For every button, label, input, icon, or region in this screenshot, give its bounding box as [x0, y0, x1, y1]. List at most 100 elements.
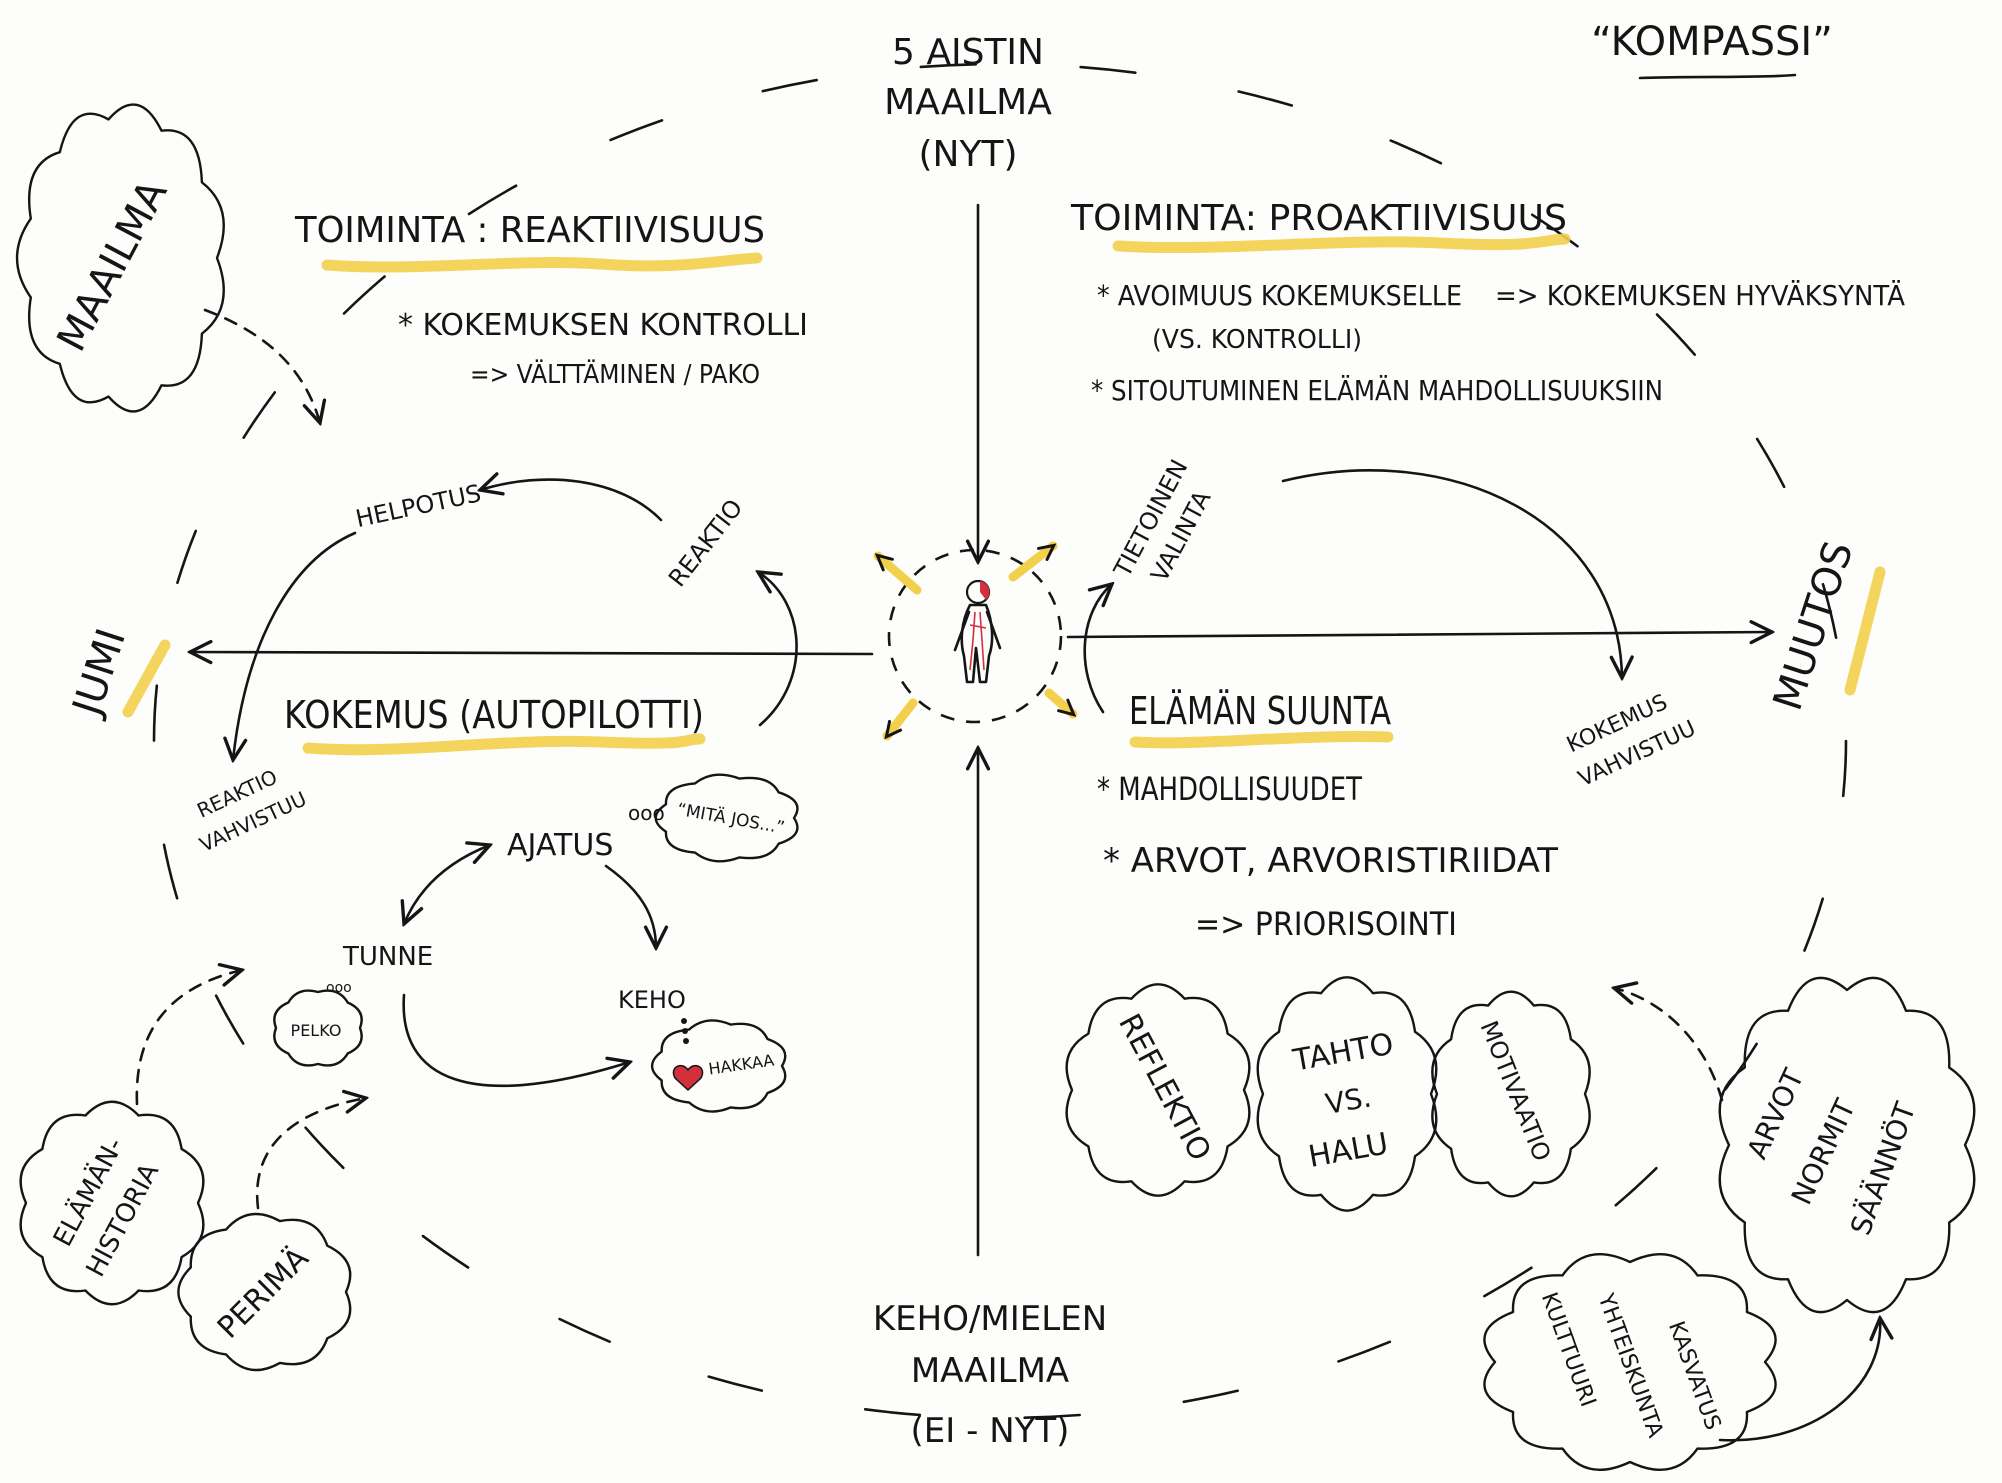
motivation-label: MOTIVAATIO — [1475, 1017, 1557, 1165]
cloud-motivation — [1431, 990, 1591, 1198]
relief-label: HELPOTUS — [353, 479, 483, 533]
bottom-pole-line2: MAAILMA — [911, 1351, 1069, 1391]
life-direction-prioritizing: => PRIORISOINTI — [1195, 905, 1457, 943]
cloud-life-history — [19, 1100, 205, 1306]
proactive-openness: * AVOIMUUS KOKEMUKSELLE — [1097, 279, 1462, 312]
heart-icon — [672, 1064, 704, 1092]
bottom-pole: KEHO/MIELEN MAAILMA (EI - NYT) — [873, 1299, 1107, 1451]
yellow-arrow-up-right — [1008, 541, 1058, 582]
norms-line2: NORMIT — [1785, 1093, 1863, 1209]
reflection-label: REFLEKTIO — [1111, 1008, 1217, 1166]
highlight-left-pole — [122, 639, 171, 718]
thought-dots: ooo — [628, 801, 665, 825]
person-figure — [953, 579, 1002, 684]
center-self — [873, 541, 1078, 741]
fear-label: PELKO — [291, 1021, 342, 1040]
heredity-label: PERIMÄ — [210, 1240, 316, 1346]
life-direction-section: ELÄMÄN SUUNTA * MAHDOLLISUUDET * ARVOT, … — [1097, 689, 1558, 943]
reaction-label: REAKTIO — [663, 494, 748, 592]
feeling-dots: ooo — [326, 980, 352, 996]
proactive-heading: TOIMINTA: PROAKTIIVISUUS — [1070, 198, 1567, 239]
highlights — [122, 233, 1886, 756]
page-title: “KOMPASSI” — [1591, 19, 1833, 65]
proactive-versus-control: (VS. KONTROLLI) — [1152, 325, 1362, 355]
cloud-world — [15, 103, 225, 413]
body-dot — [683, 1038, 689, 1044]
axis-left-arrow — [190, 652, 874, 654]
cloud-reflection — [1065, 983, 1251, 1197]
proactive-commitment: * SITOUTUMINEN ELÄMÄN MAHDOLLISUUKSIIN — [1091, 374, 1663, 407]
cloud-society — [1483, 1253, 1777, 1471]
body-dots — [681, 1018, 689, 1044]
top-pole-line2: MAAILMA — [884, 82, 1052, 123]
highlight-life-direction-heading — [1129, 731, 1394, 749]
history-dashed-arrow — [135, 970, 242, 1106]
life-direction-arrow — [1281, 469, 1622, 678]
will-vs-desire-line3: HALU — [1306, 1126, 1391, 1174]
reactive-section: TOIMINTA : REAKTIIVISUUS * KOKEMUKSEN KO… — [193, 210, 808, 857]
life-direction-possibilities: * MAHDOLLISUUDET — [1097, 770, 1362, 808]
top-pole: 5 AISTIN MAAILMA (NYT) — [884, 32, 1052, 175]
thought-bubble-text: “MITÄ JOS...” — [676, 799, 787, 839]
cloud-will-vs-desire — [1256, 976, 1438, 1212]
experience-heading: KOKEMUS (AUTOPILOTTI) — [284, 693, 704, 737]
title-underline — [1638, 73, 1797, 80]
cloud-norms — [1718, 976, 1976, 1314]
reaction-arc-arrow — [758, 572, 798, 727]
person-veins — [969, 611, 987, 671]
center-dashed-circle — [887, 548, 1063, 724]
life-direction-heading: ELÄMÄN SUUNTA — [1129, 689, 1391, 733]
person-arms — [953, 610, 1002, 652]
cloud-heartbeat — [650, 1019, 787, 1113]
outer-dashed-ellipse — [152, 62, 1848, 1420]
yellow-arrow-down-right — [1044, 688, 1078, 719]
cloud-labels: REFLEKTIO TAHTO VS. HALU MOTIVAATIO ARVO… — [1111, 1008, 1922, 1441]
relief-arrow — [480, 480, 663, 522]
axes — [190, 203, 1772, 1257]
body-dot — [682, 1028, 688, 1034]
bottom-pole-line3: (EI - NYT) — [911, 1411, 1070, 1451]
norms-line1: ARVOT — [1740, 1063, 1810, 1164]
cloud-fear — [273, 989, 363, 1067]
yellow-arrow-down-left — [882, 698, 918, 741]
person-head-red — [980, 581, 990, 600]
society-arrow — [1718, 1318, 1880, 1442]
society-line3: KASVATUS — [1663, 1318, 1725, 1433]
thought-body-arrow — [604, 864, 656, 948]
heartbeat-label: HAKKAA — [707, 1051, 775, 1079]
society-line2: YHTEISKUNTA — [1592, 1290, 1667, 1441]
reactive-heading: TOIMINTA : REAKTIIVISUUS — [294, 210, 765, 251]
connectors — [135, 308, 1880, 1442]
bottom-pole-line1: KEHO/MIELEN — [873, 1299, 1107, 1339]
society-line1: KULTTUURI — [1536, 1289, 1600, 1410]
reaction-loop-arrow — [233, 531, 357, 760]
life-direction-values: * ARVOT, ARVORISTIRIIDAT — [1103, 841, 1558, 881]
heredity-dashed-arrow — [255, 1098, 366, 1210]
will-vs-desire-line2: VS. — [1323, 1080, 1374, 1120]
highlight-reactive-heading — [321, 252, 763, 273]
highlight-experience-heading — [302, 733, 706, 756]
reactive-control: * KOKEMUKSEN KONTROLLI — [398, 308, 808, 343]
highlight-right-pole — [1844, 566, 1886, 696]
cloud-shapes — [15, 103, 1976, 1471]
conscious-choice-arrow — [1083, 584, 1112, 714]
world-cloud-label: MAAILMA — [48, 172, 176, 359]
cloud-what-if — [654, 773, 799, 863]
axis-right-arrow — [1066, 632, 1772, 637]
feeling-label: TUNNE — [342, 942, 433, 972]
yellow-arrow-up-left — [873, 551, 922, 595]
cloud-heredity — [177, 1212, 352, 1372]
body-label: KEHO — [618, 986, 686, 1014]
top-pole-line3: (NYT) — [919, 134, 1018, 175]
reactive-avoidance: => VÄLTTÄMINEN / PAKO — [470, 358, 760, 390]
feeling-heart-arrow — [402, 993, 630, 1088]
body-dot — [681, 1018, 687, 1024]
thought-feeling-arrow — [404, 845, 490, 924]
highlight-proactive-heading — [1112, 233, 1571, 254]
will-vs-desire-line1: TAHTO — [1290, 1027, 1397, 1079]
world-dashed-arrow — [203, 308, 320, 423]
norms-dashed-arrow — [1614, 988, 1724, 1102]
proactive-acceptance: => KOKEMUKSEN HYVÄKSYNTÄ — [1495, 279, 1905, 312]
thought-label: AJATUS — [507, 828, 613, 863]
